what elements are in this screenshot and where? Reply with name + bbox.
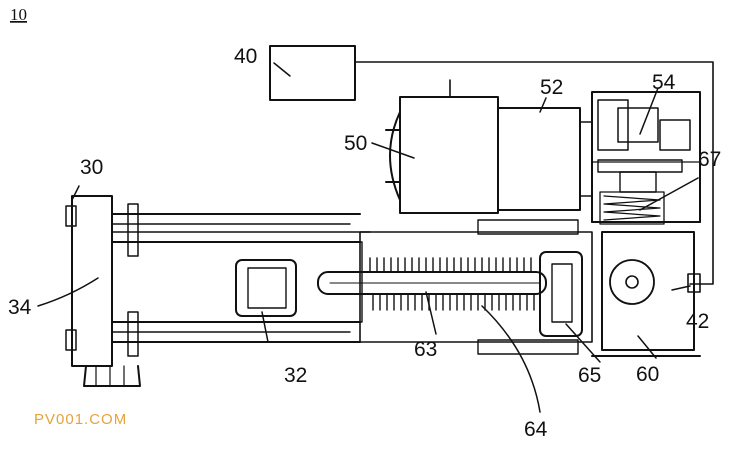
cylinder-body: [111, 219, 701, 357]
magnet-32: [235, 259, 297, 317]
label-30: 30: [80, 156, 103, 179]
label-67: 67: [698, 148, 721, 171]
label-60: 60: [636, 363, 659, 386]
label-63: 63: [414, 338, 437, 361]
controller-40: [269, 45, 714, 285]
nut-65: [539, 251, 583, 337]
leader-lines: [37, 62, 699, 413]
spring-67: [599, 191, 665, 225]
label-50: 50: [344, 132, 367, 155]
figure-number: 10: [10, 5, 27, 24]
label-42: 42: [686, 310, 709, 333]
end-block-60: [601, 231, 701, 351]
watermark: PV001.COM: [34, 411, 127, 428]
label-65: 65: [578, 364, 601, 387]
label-64: 64: [524, 418, 548, 441]
thread-64: [369, 257, 535, 311]
gearbox-52: [497, 107, 593, 211]
label-52: 52: [540, 76, 563, 99]
label-34: 34: [8, 296, 32, 319]
label-40: 40: [234, 45, 257, 68]
label-54: 54: [652, 71, 676, 94]
transmission-54: [591, 91, 701, 223]
motor-50: [385, 96, 499, 214]
label-32: 32: [284, 364, 307, 387]
spindle-63: [317, 271, 547, 295]
